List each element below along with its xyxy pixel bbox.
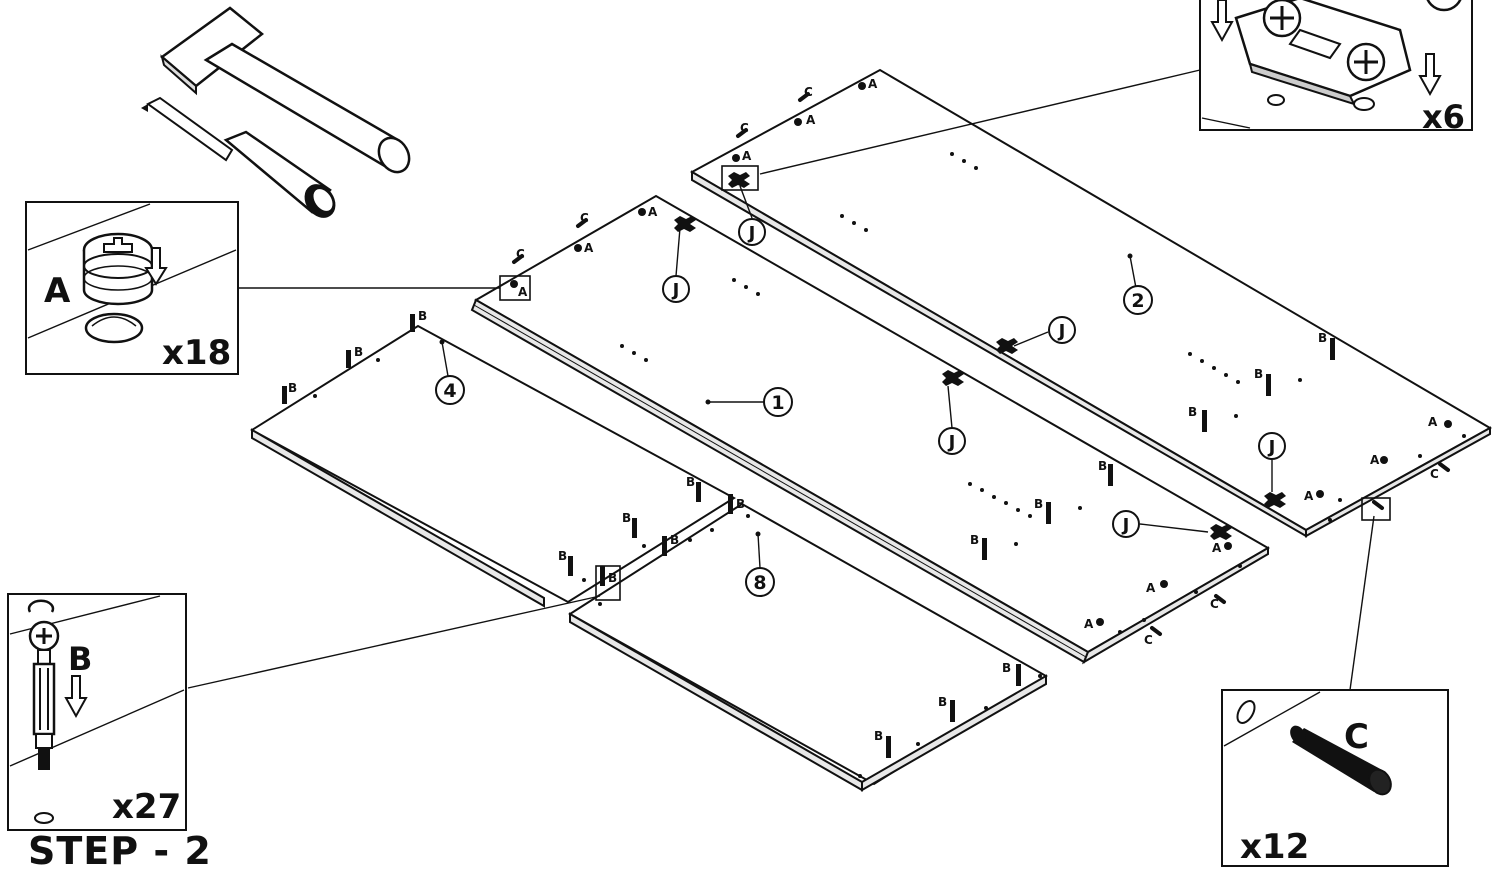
label-b: B [354, 345, 363, 359]
dowel-bolt-icon [27, 599, 60, 824]
label-c: C [1210, 597, 1219, 611]
down-arrow-icon [64, 675, 88, 719]
down-arrow-icon [144, 247, 168, 286]
label-c: C [1144, 633, 1153, 647]
label-b: B [1318, 331, 1327, 345]
wood-dowel-count: x12 [1240, 827, 1309, 867]
label-c: C [580, 211, 589, 225]
label-a: A [1212, 541, 1222, 555]
inset-wood-dowel: C x12 [1221, 689, 1449, 867]
label-a: A [1428, 415, 1438, 429]
label-b: B [938, 695, 947, 709]
label-b: B [736, 497, 745, 511]
label-a: A [868, 77, 878, 91]
label-b: B [1254, 367, 1263, 381]
hinge-callouts: J J J J J J [662, 185, 1286, 538]
label-b: B [622, 511, 631, 525]
label-b: B [1034, 497, 1043, 511]
label-a: A [584, 241, 594, 255]
label-c: C [516, 247, 525, 261]
label-b: B [970, 533, 979, 547]
label-b: B [418, 309, 427, 323]
hinge-j-label: J [1267, 437, 1276, 458]
label-a: A [648, 205, 658, 219]
label-b: B [288, 381, 297, 395]
hinge-j-label: J [671, 280, 680, 301]
panel-8 [568, 502, 1048, 792]
hinge-j-label: J [1121, 515, 1130, 536]
label-b: B [686, 475, 695, 489]
label-c: C [1430, 467, 1439, 481]
label-a: A [742, 149, 752, 163]
dowel-bolt-letter: B [68, 640, 92, 678]
hinge-j-label: J [1057, 321, 1066, 342]
dowel-bolt-count: x27 [112, 787, 181, 827]
label-b: B [1188, 405, 1197, 419]
label-b: B [608, 571, 617, 585]
label-a: A [518, 285, 528, 299]
inset-cam-lock: A x18 [25, 201, 239, 375]
part-8-label: 8 [753, 572, 766, 594]
label-a: A [1146, 581, 1156, 595]
hinge-plate-icon [1234, 0, 1462, 111]
inset-dowel-bolt: B x27 [7, 593, 187, 831]
panel-2 [689, 68, 1493, 538]
part-1-label: 1 [771, 392, 784, 414]
label-b: B [1098, 459, 1107, 473]
screwdriver-icon [141, 96, 336, 218]
cam-lock-letter: A [44, 271, 71, 311]
hammer-icon [159, 6, 411, 174]
hinge-j-label: J [947, 432, 956, 453]
label-b: B [874, 729, 883, 743]
leader-lines [187, 69, 1391, 691]
hinge-plate-count: x6 [1422, 98, 1465, 136]
part-4-label: 4 [443, 380, 456, 402]
label-a: A [1304, 489, 1314, 503]
panel-4 [250, 324, 736, 608]
part-2-label: 2 [1131, 290, 1144, 312]
cam-lock-icon [82, 232, 154, 344]
label-a: A [1370, 453, 1380, 467]
label-c: C [740, 121, 749, 135]
label-c: C [804, 85, 813, 99]
label-b: B [670, 533, 679, 547]
step-title: STEP - 2 [28, 829, 212, 873]
wood-dowel-letter: C [1344, 717, 1369, 757]
label-b: B [1002, 661, 1011, 675]
part-callouts: 1 2 4 8 [435, 255, 1153, 597]
down-arrow-icon [1210, 0, 1442, 97]
cam-lock-count: x18 [162, 333, 231, 373]
panel-1 [470, 194, 1271, 665]
wood-dowel-icon [1290, 725, 1392, 796]
hardware-letters: A A A A A A A A A A A A B B B B B B B B … [288, 77, 1439, 743]
hinge-j-label: J [747, 223, 756, 244]
label-a: A [806, 113, 816, 127]
inset-hinge-plate: x6 [1199, 0, 1473, 136]
label-b: B [558, 549, 567, 563]
label-a: A [1084, 617, 1094, 631]
